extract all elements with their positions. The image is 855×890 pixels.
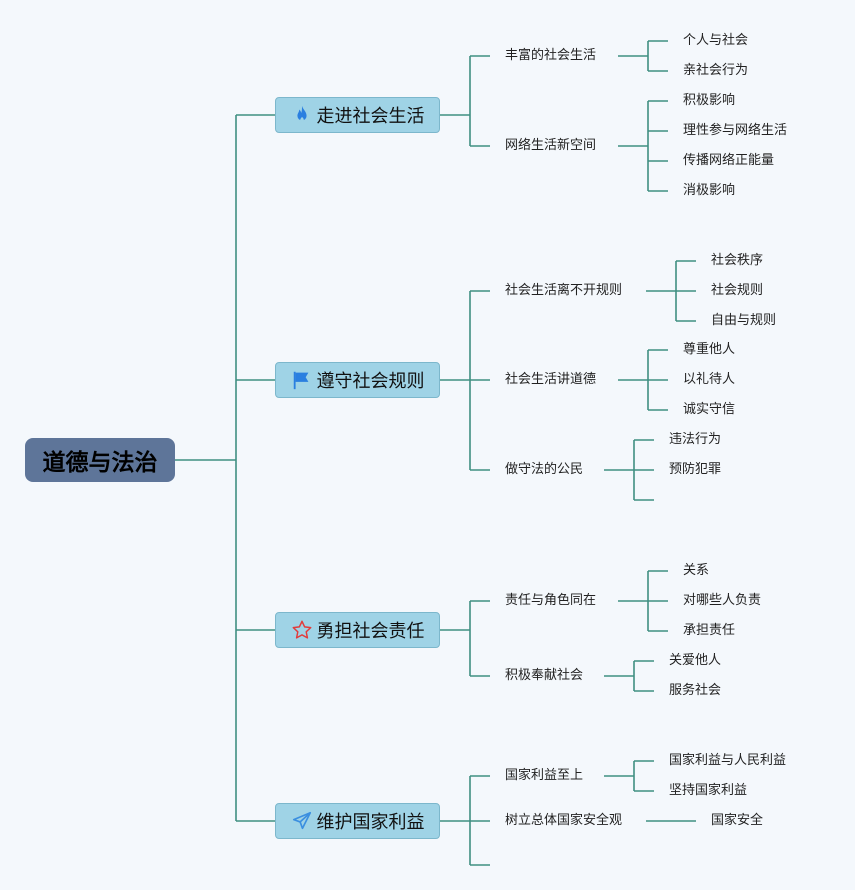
leaf-2-3-1[interactable]: 违法行为 xyxy=(669,432,722,447)
leaf-2-1-3[interactable]: 自由与规则 xyxy=(711,313,777,328)
leaf-3-2-2[interactable]: 服务社会 xyxy=(669,683,722,698)
branch-label-4: 维护国家利益 xyxy=(316,812,425,833)
leaf-1-2-4[interactable]: 消极影响 xyxy=(683,183,736,198)
leaf-2-2-1[interactable]: 尊重他人 xyxy=(683,342,736,357)
subtopic-2-3[interactable]: 做守法的公民 xyxy=(505,462,584,477)
leaf-2-1-1[interactable]: 社会秩序 xyxy=(711,253,764,268)
subtopic-3-1[interactable]: 责任与角色同在 xyxy=(505,593,597,608)
leaf-3-1-2[interactable]: 对哪些人负责 xyxy=(683,593,762,608)
leaf-4-2-1[interactable]: 国家安全 xyxy=(711,813,764,828)
leaf-1-1-1[interactable]: 个人与社会 xyxy=(683,33,749,48)
leaf-3-1-1[interactable]: 关系 xyxy=(683,563,710,578)
leaf-3-1-3[interactable]: 承担责任 xyxy=(683,623,736,638)
branch-node-2[interactable]: 遵守社会规则 xyxy=(275,362,440,398)
branch-node-4[interactable]: 维护国家利益 xyxy=(275,803,440,839)
subtopic-4-2[interactable]: 树立总体国家安全观 xyxy=(505,813,623,828)
leaf-1-1-2[interactable]: 亲社会行为 xyxy=(683,63,749,78)
leaf-4-1-1[interactable]: 国家利益与人民利益 xyxy=(669,753,787,768)
leaf-2-2-2[interactable]: 以礼待人 xyxy=(683,372,736,387)
subtopic-1-1[interactable]: 丰富的社会生活 xyxy=(505,48,597,63)
leaf-2-2-3[interactable]: 诚实守信 xyxy=(683,402,736,417)
subtopic-2-2[interactable]: 社会生活讲道德 xyxy=(505,372,597,387)
subtopic-2-1[interactable]: 社会生活离不开规则 xyxy=(505,283,623,298)
leaf-2-1-2[interactable]: 社会规则 xyxy=(711,283,764,298)
branch-label-1: 走进社会生活 xyxy=(316,106,425,127)
subtopic-1-2[interactable]: 网络生活新空间 xyxy=(505,138,597,153)
branch-node-1[interactable]: 走进社会生活 xyxy=(275,97,440,133)
subtopic-4-1[interactable]: 国家利益至上 xyxy=(505,768,584,783)
paper-plane-icon xyxy=(292,811,311,830)
flame-icon xyxy=(296,105,307,122)
flag-icon xyxy=(293,371,308,390)
leaf-2-3-2[interactable]: 预防犯罪 xyxy=(669,462,722,477)
leaf-4-1-2[interactable]: 坚持国家利益 xyxy=(669,783,748,798)
branch-label-2: 遵守社会规则 xyxy=(316,371,425,392)
leaf-3-2-1[interactable]: 关爱他人 xyxy=(669,653,722,668)
leaf-1-2-3[interactable]: 传播网络正能量 xyxy=(683,153,775,168)
star-icon xyxy=(292,620,311,639)
branch-label-3: 勇担社会责任 xyxy=(316,621,425,642)
branch-node-3[interactable]: 勇担社会责任 xyxy=(275,612,440,648)
root-node[interactable]: 道德与法治 xyxy=(25,438,175,482)
leaf-1-2-2[interactable]: 理性参与网络生活 xyxy=(683,123,788,138)
leaf-1-2-1[interactable]: 积极影响 xyxy=(683,93,736,108)
subtopic-3-2[interactable]: 积极奉献社会 xyxy=(505,668,584,683)
